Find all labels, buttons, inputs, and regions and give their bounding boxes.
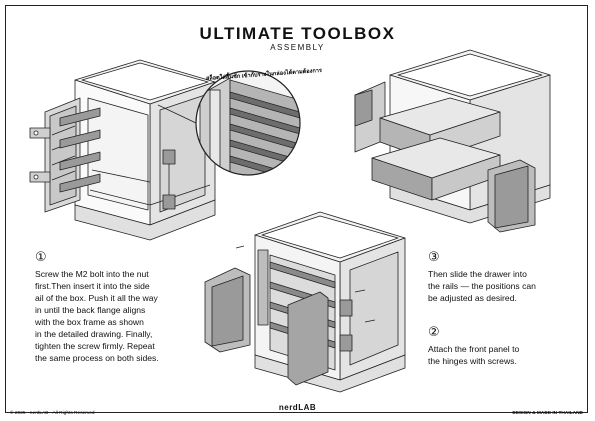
- step-1-line: tighten the screw firmly. Repeat: [35, 341, 155, 351]
- illustration-step3-drawers: [354, 49, 551, 233]
- illustration-step2-front-panel: [204, 211, 406, 393]
- step-2-number: ②: [428, 324, 440, 339]
- step-2-line: Attach the front panel to: [428, 344, 520, 354]
- step-3-instructions: ③ Then slide the drawer into the rails —…: [428, 250, 578, 304]
- step-3-line: Then slide the drawer into: [428, 269, 527, 279]
- step-1-instructions: ① Screw the M2 bolt into the nut first.T…: [35, 250, 235, 364]
- footer-brand: nerdLAB: [278, 403, 317, 412]
- step-1-line: with the box frame as shown: [35, 317, 144, 327]
- page-subtitle: ASSEMBLY: [270, 43, 325, 52]
- step-1-line: in the detailed drawing. Finally,: [35, 329, 153, 339]
- page-border: [5, 5, 588, 413]
- step-1-line: first.Then insert it into the side: [35, 281, 150, 291]
- step-1-line: the same process on both sides.: [35, 353, 159, 363]
- step-2-instructions: ② Attach the front panel to the hinges w…: [428, 325, 578, 367]
- step-3-line: the rails — the positions can: [428, 281, 536, 291]
- step-1-number: ①: [35, 249, 47, 264]
- footer-made-in: DESIGN & MADE IN THAILAND: [512, 411, 583, 416]
- step-1-line: in until the back flange aligns: [35, 305, 146, 315]
- step-3-number: ③: [428, 249, 440, 264]
- page-title: ULTIMATE TOOLBOX: [199, 24, 396, 43]
- step-3-line: be adjusted as desired.: [428, 293, 517, 303]
- step-1-line: Screw the M2 bolt into the nut: [35, 269, 149, 279]
- illustration-step1-box: [29, 59, 216, 241]
- detail-circle: [157, 70, 301, 176]
- step-1-line: ail of the box. Push it all the way: [35, 293, 158, 303]
- footer-copyright: © 2025 - nerdLAB - All Rights Reserved: [10, 411, 95, 416]
- step-2-line: the hinges with screws.: [428, 356, 517, 366]
